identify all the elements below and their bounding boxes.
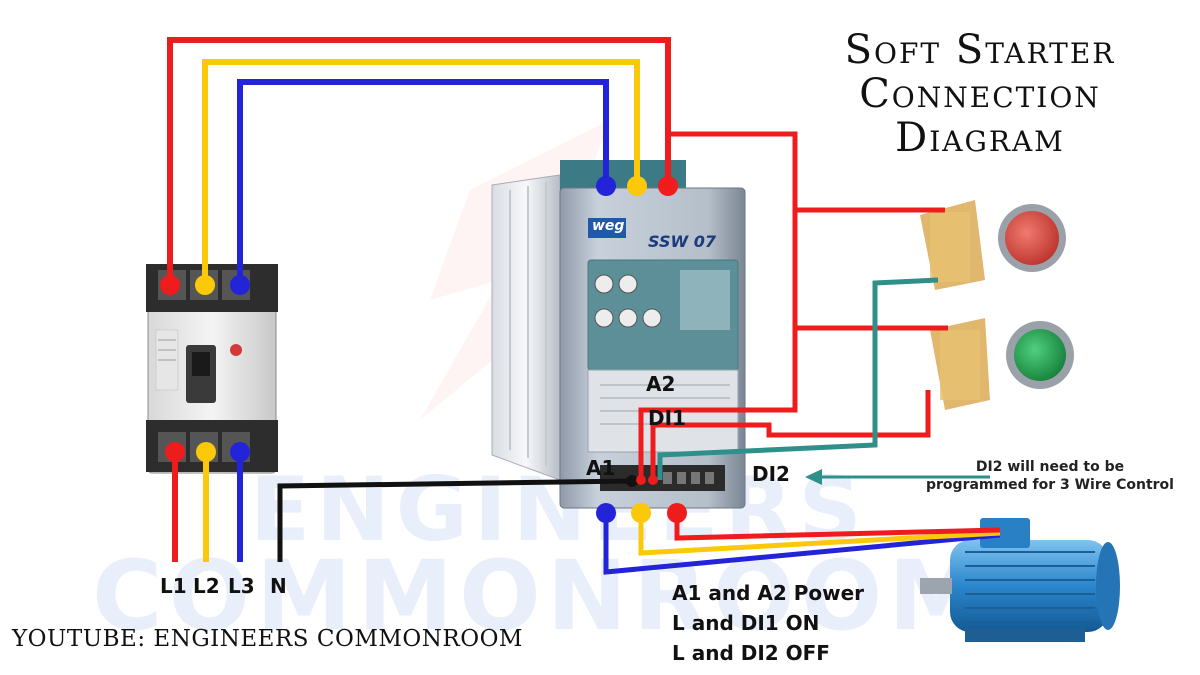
- push-button-red-icon: [920, 200, 1066, 290]
- terminal-dot: [230, 442, 250, 462]
- label-a2: A2: [646, 372, 676, 396]
- wire-l1-top: [167, 37, 671, 285]
- title-line3: Diagram: [895, 115, 1065, 161]
- soft-starter-icon: [491, 160, 746, 509]
- terminal-dot: [596, 176, 616, 196]
- wire-control-di2: [657, 277, 939, 480]
- terminal-dot: [631, 503, 651, 523]
- legend-line3: L and DI2 OFF: [672, 641, 830, 665]
- wire-neutral: [277, 478, 633, 562]
- title-line1: Soft Starter: [844, 27, 1116, 73]
- terminal-dot: [636, 475, 646, 485]
- note-line2: programmed for 3 Wire Control: [926, 477, 1174, 493]
- note-arrowhead: [805, 469, 822, 485]
- push-button-green-icon: [930, 318, 1074, 410]
- terminal-dot: [667, 503, 687, 523]
- title-line2: Connection: [859, 71, 1101, 117]
- programming-note: DI2 will need to be programmed for 3 Wir…: [905, 458, 1195, 494]
- terminal-dot: [165, 442, 185, 462]
- terminal-dot: [160, 275, 180, 295]
- terminal-dot: [627, 176, 647, 196]
- terminal-dot: [196, 442, 216, 462]
- label-l1: L1: [160, 574, 187, 598]
- device-model: SSW 07: [648, 232, 716, 251]
- circuit-breaker-icon: [146, 264, 278, 474]
- wire-l3-top: [237, 79, 609, 285]
- label-l3: L3: [228, 574, 255, 598]
- motor-icon: [920, 518, 1120, 642]
- label-a1: A1: [586, 456, 616, 480]
- terminal-dot: [596, 503, 616, 523]
- note-line1: DI2 will need to be: [975, 459, 1125, 475]
- label-n: N: [270, 574, 287, 598]
- device-brand: weg: [592, 218, 625, 234]
- legend-line2: L and DI1 ON: [672, 611, 820, 635]
- diagram-title: Soft Starter Connection Diagram: [790, 28, 1170, 160]
- label-di1: DI1: [648, 406, 686, 430]
- wire-l2-top: [202, 59, 640, 285]
- terminal-dot: [658, 176, 678, 196]
- wire-motor-u: [603, 513, 1001, 575]
- legend-line1: A1 and A2 Power: [672, 581, 865, 605]
- label-l2: L2: [193, 574, 220, 598]
- terminal-dot: [230, 275, 250, 295]
- terminal-dot: [195, 275, 215, 295]
- footer-credit: YOUTUBE: ENGINEERS COMMONROOM: [12, 626, 523, 652]
- terminal-dot: [648, 475, 658, 485]
- label-di2: DI2: [752, 462, 790, 486]
- wire-control-red-di1: [650, 390, 931, 480]
- terminal-dot: [626, 475, 638, 487]
- wire-motor-v: [638, 513, 1001, 556]
- wiring-legend: A1 and A2 Power L and DI1 ON L and DI2 O…: [672, 578, 864, 668]
- wire-control-red-main: [638, 131, 798, 480]
